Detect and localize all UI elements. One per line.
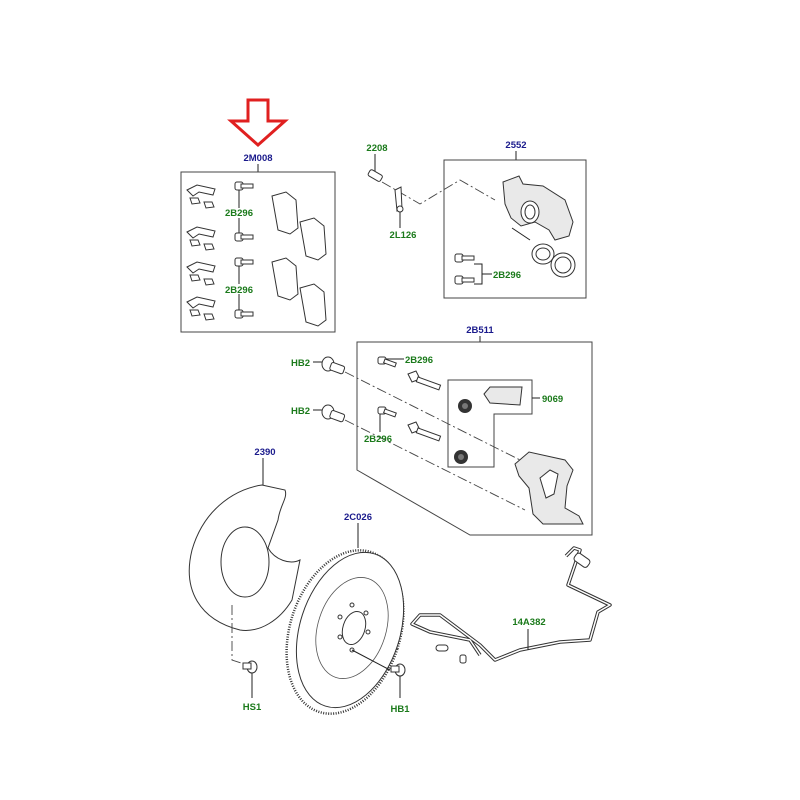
pad-kit-group: 2M008 2B296 2B296 xyxy=(180,153,336,333)
carrier-frame xyxy=(356,341,593,536)
brake-pad-icon xyxy=(271,191,327,327)
label-2l126[interactable]: 2L126 xyxy=(390,230,417,241)
sensor-clip-icon xyxy=(435,644,449,652)
disc-screw-icon xyxy=(390,663,406,677)
carrier-bracket-icon xyxy=(514,451,584,525)
label-2b296-upper[interactable]: 2B296 xyxy=(225,208,253,219)
sensor-group: 14A382 xyxy=(410,546,612,664)
brake-disc-icon xyxy=(285,549,405,715)
label-9069[interactable]: 9069 xyxy=(542,394,563,405)
label-2b296-lower[interactable]: 2B296 xyxy=(225,285,253,296)
label-2b511[interactable]: 2B511 xyxy=(466,325,494,336)
shield-hole xyxy=(220,526,270,598)
caliper-frame xyxy=(443,159,587,299)
caliper-bolt-icon xyxy=(454,253,475,285)
bleed-screw-icon xyxy=(367,169,383,182)
highlight-arrow-icon xyxy=(227,98,289,148)
label-2c026[interactable]: 2C026 xyxy=(344,512,372,523)
label-hs1[interactable]: HS1 xyxy=(243,702,262,713)
dust-shield-group: 2390 HS1 xyxy=(188,447,301,713)
label-hb2-bottom[interactable]: HB2 xyxy=(291,406,310,417)
label-14a382[interactable]: 14A382 xyxy=(512,617,545,628)
caliper-icon xyxy=(502,175,574,241)
label-2m008[interactable]: 2M008 xyxy=(243,153,272,164)
caliper-group: 2208 2L126 2552 2B296 xyxy=(366,140,587,299)
pad-plate-icon xyxy=(483,386,523,406)
bushing-icon xyxy=(454,399,472,464)
label-2552[interactable]: 2552 xyxy=(505,140,526,151)
carrier-bolt-icon xyxy=(321,356,346,423)
label-hb1[interactable]: HB1 xyxy=(390,704,410,715)
pad-kit-frame xyxy=(180,171,336,333)
label-2390[interactable]: 2390 xyxy=(254,447,275,458)
guide-bolt-icon xyxy=(377,356,442,442)
label-2b296-caliper[interactable]: 2B296 xyxy=(493,270,521,281)
sensor-plug-icon xyxy=(573,552,591,568)
label-2b296-guide-bottom[interactable]: 2B296 xyxy=(364,434,392,445)
pad-clip-icon xyxy=(186,184,216,321)
bushing-frame xyxy=(447,379,533,468)
pad-kit-bolt-icon xyxy=(234,181,254,319)
label-2b296-guide-top[interactable]: 2B296 xyxy=(405,355,433,366)
bracket-clip-icon xyxy=(394,186,404,213)
carrier-group: 2B511 HB2 HB2 2B296 2B296 xyxy=(291,325,593,536)
label-hb2-top[interactable]: HB2 xyxy=(291,358,310,369)
label-2208[interactable]: 2208 xyxy=(366,143,387,154)
shield-screw-icon xyxy=(242,660,258,674)
brake-disc-group: 2C026 HB1 xyxy=(285,512,410,715)
piston-seal-icon xyxy=(531,243,576,278)
